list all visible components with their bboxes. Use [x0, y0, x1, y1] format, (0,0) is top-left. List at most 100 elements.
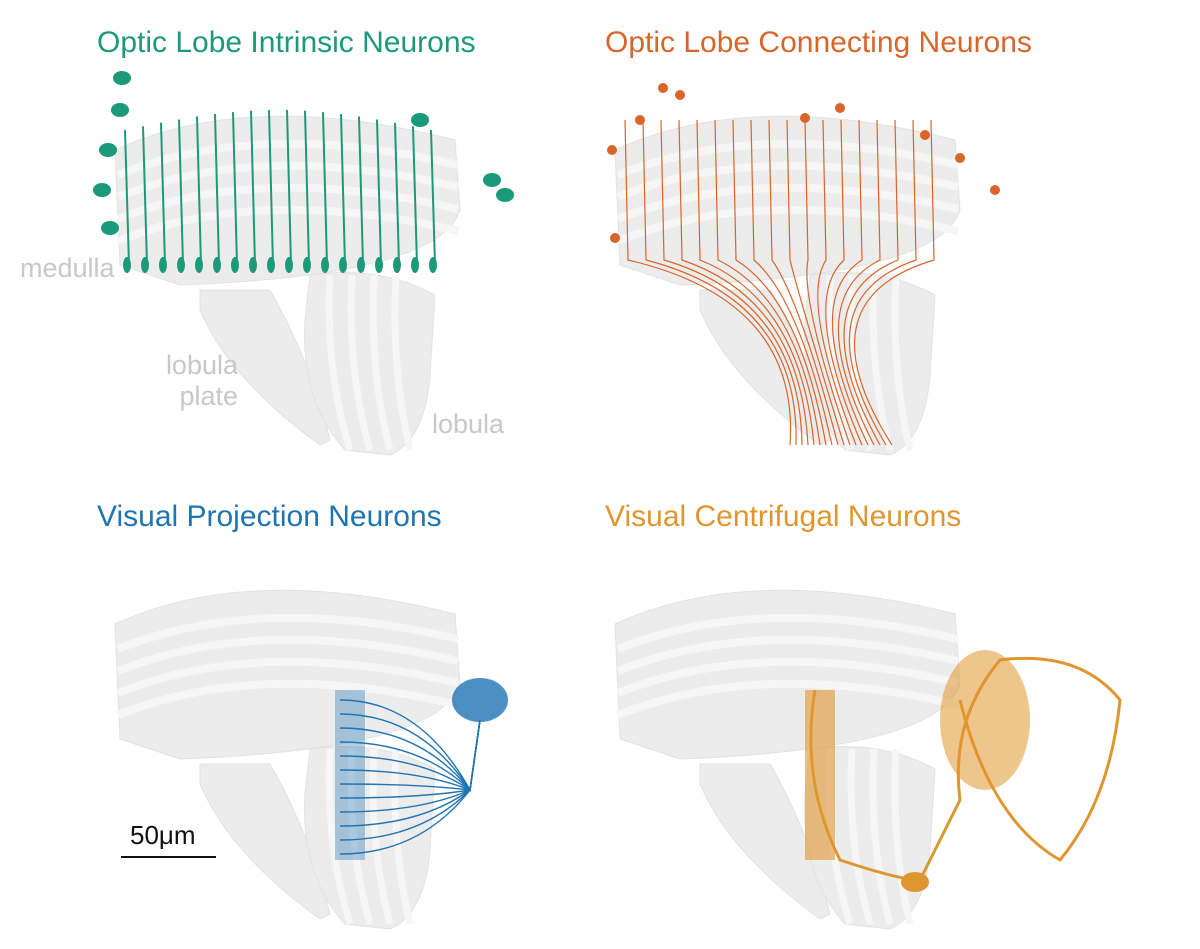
intrinsic-cell-body — [483, 173, 501, 187]
connecting-cell-body — [955, 153, 965, 163]
connecting-neuron-fiber — [786, 119, 845, 446]
intrinsic-neuron-terminal — [321, 257, 329, 273]
lobula-layer-band — [391, 748, 414, 925]
lobula-plate-neuropil — [199, 289, 331, 446]
intrinsic-cell-body — [113, 71, 131, 85]
intrinsic-neuron-column — [430, 129, 436, 266]
connecting-neuron-fiber — [853, 119, 935, 446]
intrinsic-cell-body — [99, 143, 117, 157]
connecting-neuron-fiber — [837, 119, 881, 446]
intrinsic-neuron-terminal — [285, 257, 293, 273]
medulla-layer-band — [616, 205, 959, 245]
connecting-cell-body — [607, 145, 617, 155]
intrinsic-cell-body — [411, 113, 429, 127]
centrifugal-arbor-dense — [940, 650, 1030, 790]
medulla-neuropil — [114, 589, 461, 760]
intrinsic-neuron-terminal — [429, 257, 437, 273]
scale-bar — [121, 856, 216, 858]
medulla-layer-band — [616, 183, 959, 223]
centrifugal-lobula-arbor — [805, 690, 835, 860]
intrinsic-cell-body — [101, 221, 119, 235]
connecting-neuron-fiber — [831, 119, 869, 446]
label-medulla: medulla — [20, 253, 115, 283]
intrinsic-neuron-terminal — [267, 257, 275, 273]
panel-title-projection: Visual Projection Neurons — [97, 500, 442, 533]
projection-neuron-fiber — [339, 719, 481, 813]
connecting-neuron-fiber — [825, 119, 863, 446]
intrinsic-neuron-terminal — [303, 257, 311, 273]
intrinsic-neuron-terminal — [177, 257, 185, 273]
medulla-layer-band — [116, 139, 459, 179]
intrinsic-neuron-terminal — [411, 257, 419, 273]
lobula-layer-band — [847, 274, 874, 451]
connecting-neuron-fiber — [804, 119, 851, 446]
intrinsic-neuron-terminal — [195, 257, 203, 273]
intrinsic-neuron-column — [142, 126, 148, 266]
medulla-layer-band — [116, 205, 459, 245]
medulla-layer-band — [616, 679, 959, 719]
connecting-cell-body — [990, 185, 1000, 195]
medulla-layer-band — [616, 613, 959, 653]
medulla-neuropil — [614, 115, 961, 286]
lobula-plate-neuropil — [199, 763, 331, 920]
projection-neuron-fiber — [339, 719, 481, 855]
scale-bar-label: 50μm — [130, 820, 196, 850]
intrinsic-neuron-terminal — [141, 257, 149, 273]
medulla-layer-band — [116, 635, 459, 675]
medulla-layer-band — [116, 161, 459, 201]
intrinsic-cell-body — [496, 188, 514, 202]
connecting-neuron-fiber — [660, 119, 803, 446]
lobula-layer-band — [391, 274, 414, 451]
connecting-neuron-fiber — [696, 119, 815, 446]
connecting-cell-body — [635, 115, 645, 125]
intrinsic-neuron-column — [268, 110, 274, 266]
intrinsic-neuron-column — [322, 112, 328, 266]
projection-neuron-fiber — [339, 699, 481, 793]
intrinsic-neuron-column — [232, 112, 238, 266]
projection-terminal-cluster — [452, 678, 508, 722]
intrinsic-neuron-terminal — [159, 257, 167, 273]
intrinsic-neuron-column — [214, 114, 220, 266]
lobula-layer-band — [891, 748, 914, 925]
intrinsic-neuron-terminal — [375, 257, 383, 273]
label-lobula-plate: lobula plate — [165, 350, 238, 412]
connecting-cell-body — [800, 113, 810, 123]
projection-neuron-fiber — [339, 719, 481, 792]
lobula-plate-neuropil — [699, 763, 831, 920]
intrinsic-neuron-column — [394, 122, 400, 266]
connecting-neuron-fiber — [843, 119, 899, 446]
intrinsic-neuron-column — [250, 110, 256, 266]
intrinsic-neuron-column — [178, 119, 184, 266]
intrinsic-neuron-column — [376, 119, 382, 266]
lobula-layer-band — [325, 274, 354, 452]
intrinsic-neuron-column — [124, 129, 130, 266]
medulla-layer-band — [116, 613, 459, 653]
panel-title-centrifugal: Visual Centrifugal Neurons — [605, 500, 962, 533]
projection-neuron-fiber — [339, 719, 481, 791]
projection-neuron-fiber — [339, 713, 481, 792]
intrinsic-neuron-terminal — [213, 257, 221, 273]
intrinsic-neuron-terminal — [393, 257, 401, 273]
connecting-neuron-fiber — [848, 119, 917, 446]
medulla-layer-band — [116, 657, 459, 697]
connecting-cell-body — [920, 130, 930, 140]
intrinsic-neuron-column — [196, 116, 202, 266]
lobula-layer-band — [347, 274, 374, 451]
intrinsic-neuron-terminal — [339, 257, 347, 273]
intrinsic-neuron-column — [340, 114, 346, 266]
intrinsic-neuron-terminal — [249, 257, 257, 273]
connecting-neuron-fiber — [678, 119, 809, 446]
medulla-layer-band — [616, 161, 959, 201]
panel-title-intrinsic: Optic Lobe Intrinsic Neurons — [97, 26, 476, 59]
lobula-layer-band — [369, 274, 394, 451]
medulla-layer-band — [116, 679, 459, 719]
centrifugal-cell-body — [901, 872, 929, 892]
intrinsic-cell-body — [93, 183, 111, 197]
connecting-neuron-fiber — [768, 119, 839, 446]
intrinsic-neuron-terminal — [357, 257, 365, 273]
projection-dendrite-field — [335, 690, 365, 860]
panel-title-connecting: Optic Lobe Connecting Neurons — [605, 26, 1032, 59]
intrinsic-neuron-column — [286, 110, 292, 266]
lobula-layer-band — [869, 748, 894, 925]
intrinsic-cell-body — [111, 103, 129, 117]
